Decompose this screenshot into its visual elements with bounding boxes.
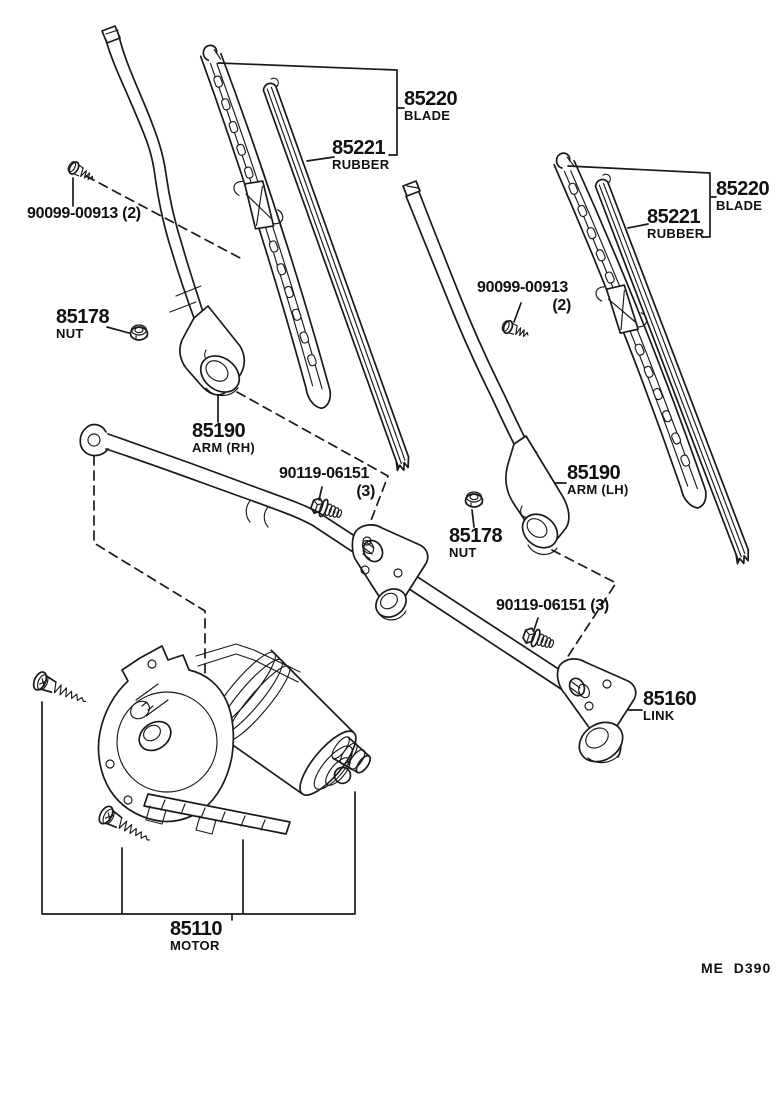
part-qty: (2) xyxy=(552,297,571,314)
label-bolt-right: 90119-06151 (3) xyxy=(496,597,609,614)
part-number: 85160 xyxy=(643,688,697,710)
screw-icon xyxy=(499,318,532,342)
label-nut-right: 85178 NUT xyxy=(449,525,503,560)
label-rubber-right: 85221 RUBBER xyxy=(647,206,705,241)
motor-foot-bracket xyxy=(143,793,291,835)
part-number: 90099-00913 xyxy=(27,205,119,222)
part-number: 85190 xyxy=(567,462,621,484)
part-number: 85220 xyxy=(716,178,770,200)
part-name: RUBBER xyxy=(647,226,705,241)
part-name: ARM (LH) xyxy=(567,482,629,497)
motor-bracket-line xyxy=(41,701,356,921)
label-screw-right: 90099-00913 (2) xyxy=(477,279,571,314)
motor-assembly xyxy=(97,643,372,835)
motor-top-bracket xyxy=(195,643,301,683)
part-qty: (3) xyxy=(356,483,375,500)
label-motor: 85110 MOTOR xyxy=(170,918,223,953)
label-arm-lh: 85190 ARM (LH) xyxy=(567,462,629,497)
part-name: ARM (RH) xyxy=(192,440,256,455)
wiper-arm-rh-drawing xyxy=(101,25,246,397)
dashed-assembly-lines xyxy=(85,175,617,689)
label-bolt-mid: 90119-06151 (3) xyxy=(279,465,375,500)
part-number: 85110 xyxy=(170,918,223,940)
part-name: LINK xyxy=(643,708,675,723)
part-number: 90119-06151 xyxy=(279,465,370,482)
label-nut-left: 85178 NUT xyxy=(56,306,110,341)
part-number: 90119-06151 xyxy=(496,597,587,614)
wiper-blade-right-drawing xyxy=(540,146,722,514)
label-blade-right: 85220 BLADE xyxy=(716,178,770,213)
pivot-eye xyxy=(79,423,109,457)
link-bracket xyxy=(556,658,637,764)
screw-icon xyxy=(65,158,97,186)
label-screw-left: 90099-00913 (2) xyxy=(27,205,141,222)
part-name: BLADE xyxy=(716,198,763,213)
center-pivot-mount xyxy=(351,524,429,621)
bolt-icon xyxy=(308,494,345,524)
part-number: 85221 xyxy=(332,137,386,159)
part-number: 85178 xyxy=(449,525,503,547)
label-link: 85160 LINK xyxy=(643,688,697,723)
page-code: ME D390 xyxy=(701,960,772,976)
part-qty: (2) xyxy=(122,205,141,222)
label-arm-rh: 85190 ARM (RH) xyxy=(192,420,256,455)
wiper-arm-lh-drawing xyxy=(402,180,570,555)
part-name: MOTOR xyxy=(170,938,220,953)
label-blade-left: 85220 BLADE xyxy=(404,88,458,123)
part-number: 90099-00913 xyxy=(477,279,569,296)
part-number: 85221 xyxy=(647,206,701,228)
part-number: 85220 xyxy=(404,88,458,110)
grommet xyxy=(331,736,372,774)
part-qty: (3) xyxy=(590,597,609,614)
label-rubber-left: 85221 RUBBER xyxy=(332,137,390,172)
leader-lines xyxy=(41,62,717,921)
part-number: 85190 xyxy=(192,420,246,442)
screw-icon xyxy=(30,669,91,711)
link-rod xyxy=(107,433,607,701)
part-name: BLADE xyxy=(404,108,451,123)
linkage-assembly xyxy=(79,423,637,764)
part-name: RUBBER xyxy=(332,157,390,172)
part-number: 85178 xyxy=(56,306,110,328)
part-name: NUT xyxy=(449,545,477,560)
nut-icon xyxy=(464,491,484,508)
part-name: NUT xyxy=(56,326,84,341)
nut-icon xyxy=(129,324,149,341)
